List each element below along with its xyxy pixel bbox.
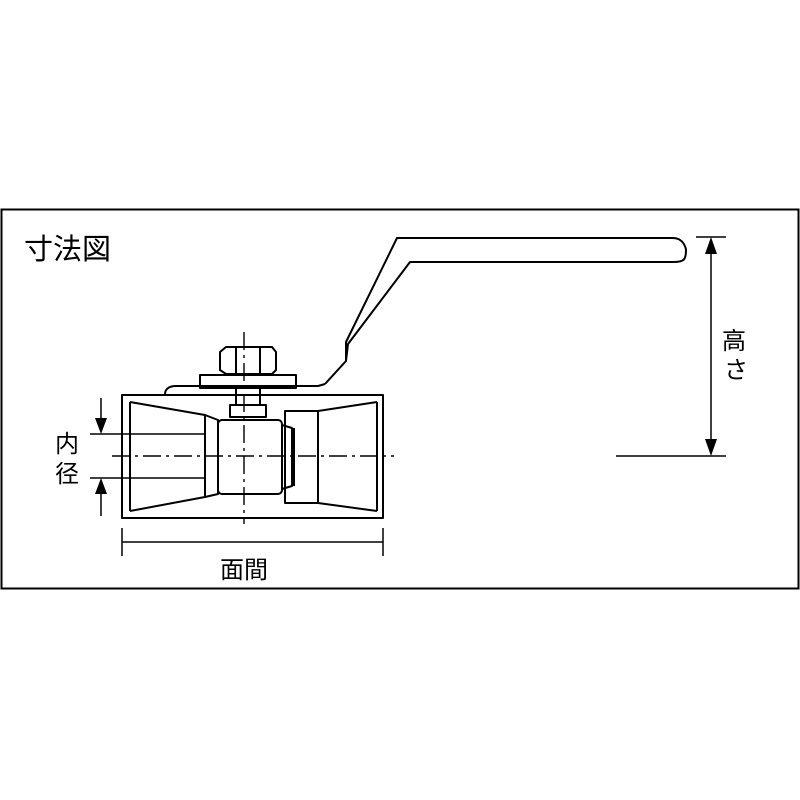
drawing-frame [0, 208, 800, 590]
inner-diameter-label-top: 内 [55, 430, 79, 458]
inner-diameter-dimension [90, 398, 205, 516]
stem-nut [219, 346, 277, 375]
face-to-face-label: 面間 [220, 556, 268, 584]
ball-valve-drawing [121, 237, 687, 519]
height-dimension [616, 236, 726, 457]
valve-handle [324, 237, 687, 385]
height-label-bottom: さ [724, 356, 748, 384]
height-label-top: 高 [722, 327, 746, 355]
center-lines [112, 332, 394, 524]
inner-diameter-label-bottom: 径 [55, 460, 79, 488]
face-to-face-dimension [121, 528, 384, 556]
drawing-title: 寸法図 [24, 232, 111, 266]
handle-arm [164, 383, 326, 395]
